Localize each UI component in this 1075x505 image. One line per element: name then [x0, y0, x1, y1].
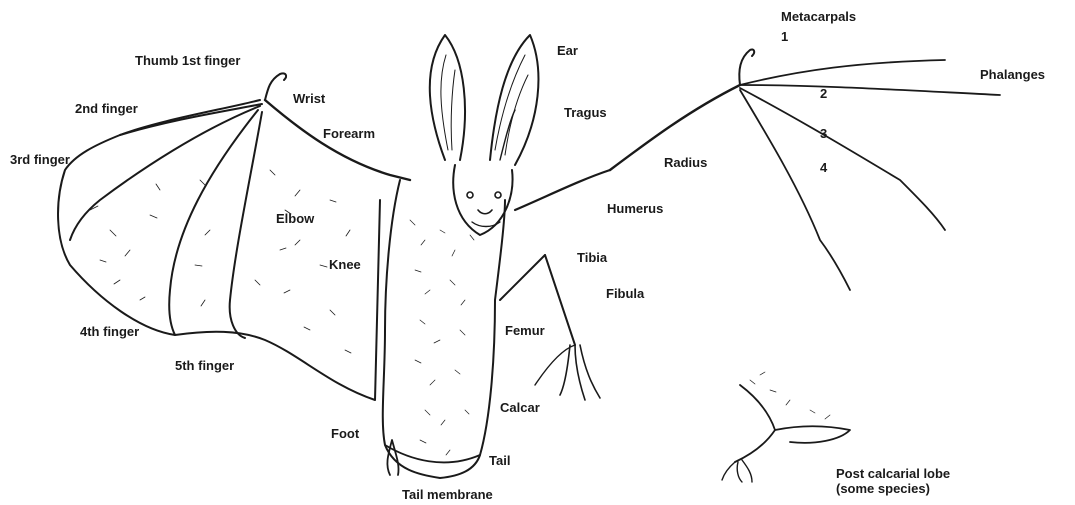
label-elbow: Elbow: [276, 211, 314, 226]
tail-membrane-edge: [385, 445, 480, 462]
label-fourth-finger: 4th finger: [80, 324, 139, 339]
phalange-digit2: [740, 85, 1000, 95]
label-tibia: Tibia: [577, 250, 607, 265]
left-fifth-finger: [230, 112, 262, 338]
inset-leg: [735, 385, 775, 462]
inset-lobe: [775, 426, 850, 443]
label-femur: Femur: [505, 323, 545, 338]
left-ear: [430, 35, 465, 160]
left-wing-membrane-edge: [58, 100, 380, 400]
right-ear: [490, 35, 538, 165]
left-second-finger: [120, 104, 262, 135]
label-post-calcarial-lobe-line1: Post calcarial lobe: [836, 466, 950, 481]
label-tragus: Tragus: [564, 105, 607, 120]
label-radius: Radius: [664, 155, 707, 170]
left-eye: [467, 192, 473, 198]
right-wing-skeleton: [500, 49, 1000, 400]
label-ear: Ear: [557, 43, 578, 58]
label-tail: Tail: [489, 453, 510, 468]
metacarpal-digit2: [740, 60, 945, 85]
label-digit-4: 4: [820, 160, 827, 175]
left-third-finger: [70, 106, 260, 240]
inset-toes: [722, 460, 752, 482]
inset-fur: [750, 372, 830, 419]
metacarpal-digit4: [740, 90, 850, 290]
label-fibula: Fibula: [606, 286, 644, 301]
label-metacarpals: Metacarpals: [781, 9, 856, 24]
label-second-finger: 2nd finger: [75, 101, 138, 116]
humerus-bone: [515, 170, 610, 210]
bat-head: [430, 35, 539, 235]
label-foot: Foot: [331, 426, 359, 441]
body-outline: [383, 180, 505, 478]
label-digit-3: 3: [820, 126, 827, 141]
label-digit-2: 2: [820, 86, 827, 101]
label-tail-membrane: Tail membrane: [402, 487, 493, 502]
label-post-calcarial-lobe: Post calcarial lobe (some species): [836, 466, 950, 496]
post-calcarial-lobe-inset: [722, 372, 850, 482]
right-ear-inner: [495, 55, 528, 155]
body-fur: [410, 220, 474, 455]
right-foot: [560, 345, 600, 400]
label-calcar: Calcar: [500, 400, 540, 415]
label-third-finger: 3rd finger: [10, 152, 70, 167]
label-knee: Knee: [329, 257, 361, 272]
right-leg-tibia: [545, 255, 575, 345]
left-wing: [58, 73, 410, 400]
label-thumb: Thumb 1st finger: [135, 53, 240, 68]
right-leg-femur: [500, 255, 545, 300]
label-wrist: Wrist: [293, 91, 325, 106]
label-digit-1: 1: [781, 29, 788, 44]
label-humerus: Humerus: [607, 201, 663, 216]
metacarpal-digit3: [740, 88, 945, 230]
left-ear-inner: [441, 55, 455, 150]
nose: [478, 210, 492, 214]
bat-body: [383, 180, 505, 478]
right-eye: [495, 192, 501, 198]
right-thumb: [739, 49, 754, 85]
label-post-calcarial-lobe-line2: (some species): [836, 481, 950, 496]
left-thumb: [265, 73, 286, 100]
label-phalanges: Phalanges: [980, 67, 1045, 82]
label-fifth-finger: 5th finger: [175, 358, 234, 373]
label-forearm: Forearm: [323, 126, 375, 141]
